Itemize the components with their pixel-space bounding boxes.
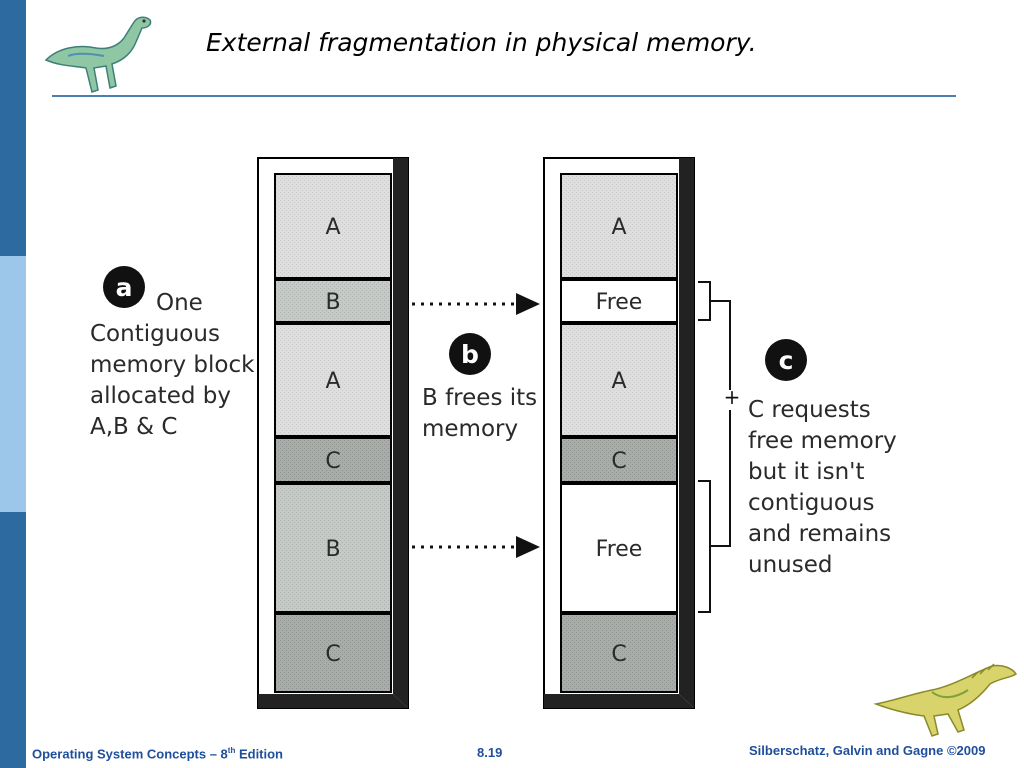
- left-block-label-1: A: [325, 215, 340, 240]
- left-block-label-4: C: [325, 449, 340, 474]
- right-block-2: [560, 279, 678, 323]
- right-block-label-2: Free: [596, 290, 643, 315]
- right-block-5: [560, 483, 678, 613]
- left-block-5: [274, 483, 392, 613]
- footer-copyright: Silberschatz, Galvin and Gagne ©2009: [749, 743, 986, 758]
- right-block-label-6: C: [611, 642, 626, 667]
- right-block-6: [560, 613, 678, 693]
- annotation-c-line-2: free memory: [748, 428, 897, 454]
- left-block-6: [274, 613, 392, 693]
- left-block-3: [274, 323, 392, 437]
- annotation-c-line-1: C requests: [748, 397, 871, 423]
- left-block-4: [274, 437, 392, 483]
- annotation-c-line-6: unused: [748, 552, 832, 578]
- right-block-label-5: Free: [596, 537, 643, 562]
- annotation-b-line-1: B frees its: [422, 385, 537, 411]
- arrow-b-lower: [412, 536, 540, 558]
- annotation-a-line-3: memory block: [90, 352, 255, 378]
- left-block-label-2: B: [325, 290, 340, 315]
- annotation-b-line-2: memory: [422, 416, 518, 442]
- annotation-a-line-4: allocated by: [90, 383, 231, 409]
- svg-text:c: c: [779, 346, 794, 375]
- footer-page-number: 8.19: [477, 745, 503, 760]
- badge-b: b: [449, 333, 491, 375]
- annotation-c-text: C requests free memory but it isn't contigu…: [748, 397, 897, 578]
- svg-text:a: a: [116, 273, 133, 302]
- badge-c: c: [765, 339, 807, 381]
- footer-book-title: Operating System Concepts – 8th Edition: [32, 746, 284, 762]
- annotation-a-line-1: One: [156, 290, 203, 316]
- left-block-label-6: C: [325, 642, 340, 667]
- left-block-label-3: A: [325, 369, 340, 394]
- dinosaur-logo-bottom: [873, 663, 1018, 737]
- arrow-b-upper: [412, 293, 540, 315]
- left-block-label-5: B: [325, 537, 340, 562]
- annotation-b-text: B frees its memory: [422, 385, 537, 442]
- sidebar-light-band: [0, 256, 26, 512]
- annotation-c-line-5: and remains: [748, 521, 891, 547]
- title-underline: [52, 95, 956, 97]
- left-block-2: [274, 279, 392, 323]
- brace-free-regions: [698, 281, 731, 613]
- left-block-1: [274, 173, 392, 279]
- annotation-a-line-2: Contiguous: [90, 321, 220, 347]
- badge-a: a: [103, 266, 145, 308]
- annotation-a-line-5: A,B & C: [90, 414, 177, 440]
- right-block-label-3: A: [611, 369, 626, 394]
- right-block-label-4: C: [611, 449, 626, 474]
- right-block-3: [560, 323, 678, 437]
- right-block-4: [560, 437, 678, 483]
- annotation-c-line-3: but it isn't: [748, 459, 865, 485]
- annotation-c-line-4: contiguous: [748, 490, 875, 516]
- dinosaur-logo-top: [44, 16, 152, 93]
- svg-text:b: b: [461, 340, 479, 369]
- slide-title: External fragmentation in physical memor…: [206, 28, 757, 57]
- plus-sign: +: [724, 385, 741, 409]
- right-block-1: [560, 173, 678, 279]
- left-memory-column: A B A C B C: [257, 157, 409, 709]
- right-block-label-1: A: [611, 215, 626, 240]
